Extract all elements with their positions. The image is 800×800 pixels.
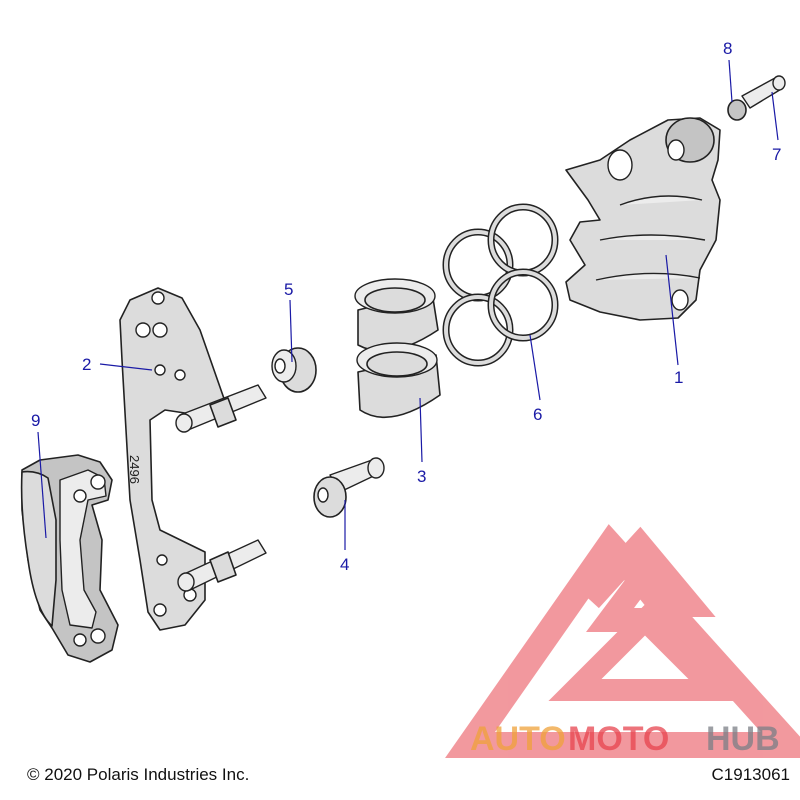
bleeder-cap bbox=[727, 99, 747, 121]
drawing-id: C1913061 bbox=[711, 765, 790, 784]
upper-pin-boot bbox=[271, 347, 317, 393]
leader-1 bbox=[665, 254, 679, 366]
leader-5 bbox=[289, 299, 293, 363]
copyright-notice: © 2020 Polaris Industries Inc. bbox=[27, 765, 250, 784]
callout-5: 5 bbox=[284, 280, 293, 299]
callout-3: 3 bbox=[417, 467, 426, 486]
caliper-bracket: 2496 bbox=[119, 287, 267, 631]
piston-seals bbox=[442, 203, 559, 367]
callout-7: 7 bbox=[772, 145, 781, 164]
bracket-stamp: 2496 bbox=[127, 455, 142, 484]
slide-pin bbox=[313, 457, 385, 518]
watermark-text-auto: AUTO bbox=[470, 720, 566, 758]
callout-2: 2 bbox=[82, 355, 91, 374]
leader-7 bbox=[771, 91, 779, 141]
callout-1: 1 bbox=[674, 368, 683, 387]
callout-9: 9 bbox=[31, 411, 40, 430]
watermark-text-hub: HUB bbox=[706, 720, 780, 758]
pistons bbox=[354, 278, 441, 418]
callout-8: 8 bbox=[723, 39, 732, 58]
watermark-logo bbox=[445, 524, 800, 758]
caliper-body bbox=[565, 117, 721, 321]
leader-9 bbox=[37, 431, 47, 539]
bleeder-valve bbox=[741, 75, 786, 109]
callout-6: 6 bbox=[533, 405, 542, 424]
brake-pad-assembly bbox=[20, 454, 119, 663]
leader-8 bbox=[728, 59, 733, 103]
watermark-wordmark: AUTO MOTO HUB bbox=[470, 720, 780, 758]
callout-4: 4 bbox=[340, 555, 349, 574]
leader-3 bbox=[419, 397, 423, 463]
leader-6 bbox=[529, 334, 541, 401]
leader-2 bbox=[99, 363, 153, 371]
watermark-text-moto: MOTO bbox=[568, 720, 669, 758]
